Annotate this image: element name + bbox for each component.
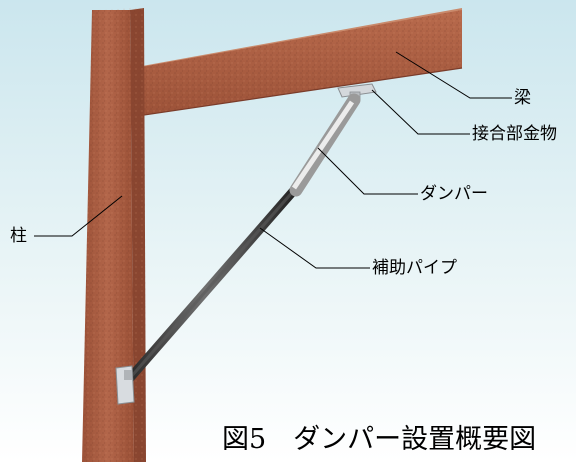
label-beam: 梁: [514, 88, 531, 108]
label-joint-hardware: 接合部金物: [472, 124, 557, 144]
damper-highlight: [291, 100, 355, 190]
auxiliary-pipe-highlight: [128, 187, 298, 379]
column-leader-line: [34, 195, 123, 237]
joint-plate: [337, 83, 377, 98]
pipe-leader-line: [259, 227, 370, 269]
column-texture: [82, 8, 146, 462]
figure-caption: 図5 ダンパー設置概要図: [222, 424, 537, 455]
label-column: 柱: [10, 226, 27, 246]
beam: [120, 8, 463, 119]
beam-bottom-edge: [123, 67, 463, 119]
label-auxiliary-pipe: 補助パイプ: [372, 258, 457, 278]
beam-texture: [124, 10, 462, 118]
bracket-clevis: [124, 370, 132, 380]
beam-leader-line: [395, 51, 512, 99]
column-bracket: [115, 365, 135, 405]
label-damper: ダンパー: [420, 184, 488, 204]
joint-leader-line: [371, 89, 470, 135]
column: [82, 8, 146, 462]
damper-leader-line: [317, 147, 418, 195]
